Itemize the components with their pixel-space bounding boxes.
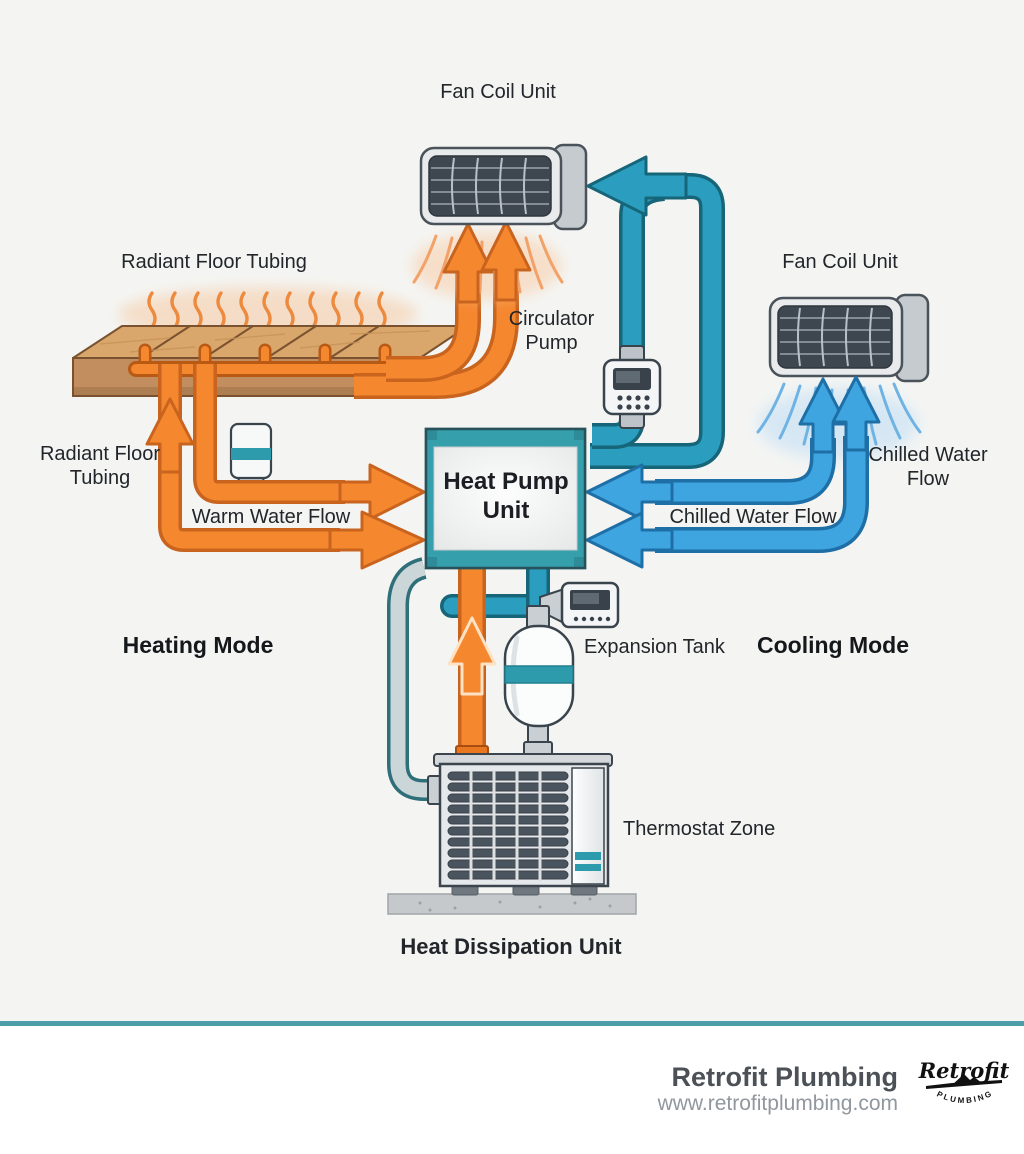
heat-wave-icons [147,291,387,329]
warm-up-arrow-left [442,222,494,304]
label-chilled-water-flow-right: Chilled Water Flow [868,444,988,490]
footer-website: www.retrofitplumbing.com [657,1092,898,1115]
teal-left-arrow [586,155,688,217]
fan-coil-unit-top [419,143,588,231]
label-radiant-floor-tubing-top: Radiant Floor Tubing [121,251,307,273]
panel-stripe [575,864,601,871]
footer-divider-line [0,1021,1024,1026]
cooling-loop [585,293,930,569]
footer-company-name: Retrofit Plumbing [671,1062,898,1092]
panel-stripe [575,852,601,860]
label-thermostat-zone: Thermostat Zone [623,818,776,840]
warm-arrow-into-heat-pump-lower [328,510,426,570]
label-heating-mode: Heating Mode [122,632,274,658]
label-heat-dissipation-unit: Heat Dissipation Unit [400,934,622,959]
label-expansion-tank: Expansion Tank [584,636,725,658]
fan-coil-grille [428,155,552,217]
teal-return-loop [586,155,725,469]
label-radiant-floor-tubing-left: Radiant Floor Tubing [39,443,161,489]
cool-up-arrow-right [831,375,881,452]
thermostat-device [539,581,620,629]
heat-dissipation-unit [387,741,637,915]
hydronic-system-diagram [0,0,1024,1022]
wood-grain [99,330,431,353]
logo-plumbing-arc: P L U M B I N G [935,1089,992,1105]
coil-slats [447,770,569,881]
label-cooling-mode: Cooling Mode [756,632,910,658]
label-warm-water-flow: Warm Water Flow [191,506,351,528]
logo-swoosh [926,1080,1002,1089]
fan-coil-unit-right [768,293,930,383]
fan-coil-grille [777,305,893,369]
label-fan-coil-unit-right: Fan Coil Unit [782,251,898,273]
cool-arrow-into-heat-pump-lower [585,511,674,569]
warm-water-piping [145,364,426,570]
tank-band [504,665,574,684]
label-heat-pump-unit: Heat Pump Unit [443,468,569,524]
expansion-tank [503,605,575,747]
circulator-pump-device [602,345,662,429]
retrofit-plumbing-logo: Retrofit P L U M B I N G [918,1058,1010,1105]
heat-pump-lower-piping [387,557,620,801]
warm-up-arrow-right [480,220,532,302]
warm-up-arrow-floor [145,397,195,474]
label-fan-coil-unit-top: Fan Coil Unit [440,81,556,103]
mountain-icon [952,1074,982,1085]
cool-up-arrow-left [798,377,848,454]
concrete-pad [387,893,637,915]
label-circulator-pump: Circulator Pump [508,308,595,354]
warm-supply-risers [354,220,564,399]
label-chilled-water-flow-center: Chilled Water Flow [669,506,837,528]
warm-up-arrow-riser [447,616,497,696]
floor-side-shade [74,387,419,395]
heat-pump-unit-box [424,427,587,570]
